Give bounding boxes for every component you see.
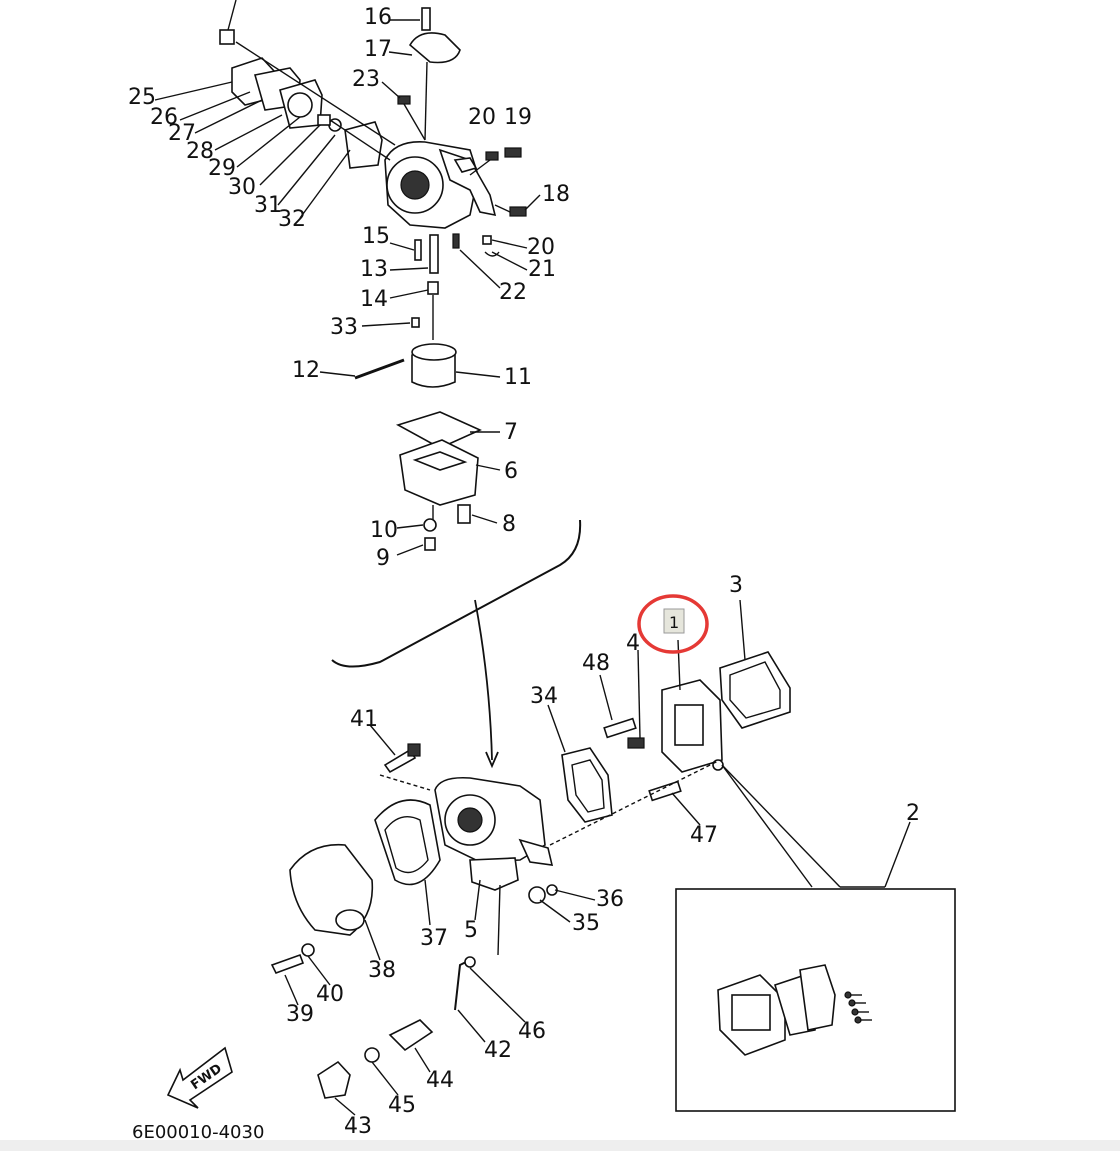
assembly-bracket (331, 519, 582, 668)
highlight-label-box (663, 608, 685, 634)
part-label-29: 29 (208, 156, 236, 181)
reed-valve-detail-box (675, 764, 956, 1112)
part-label-2: 2 (906, 801, 920, 826)
part-label-48: 48 (582, 651, 610, 676)
part-label-34: 34 (530, 684, 558, 709)
part-label-13: 13 (360, 257, 388, 282)
part-label-42: 42 (484, 1038, 512, 1063)
part-label-26: 26 (150, 105, 178, 130)
part-label-21: 21 (528, 257, 556, 282)
part-label-40: 40 (316, 982, 344, 1007)
part-label-33: 33 (330, 315, 358, 340)
part-label-15: 15 (362, 224, 390, 249)
part-label-18: 18 (542, 182, 570, 207)
bottom-edge (0, 1140, 1120, 1151)
highlight-ring (637, 594, 709, 654)
part-label-14: 14 (360, 287, 388, 312)
part-label-44: 44 (426, 1068, 454, 1093)
part-label-1: 1 (669, 613, 679, 632)
part-label-32: 32 (278, 207, 306, 232)
part-label-30: 30 (228, 175, 256, 200)
part-label-46: 46 (518, 1019, 546, 1044)
part-label-3: 3 (729, 573, 743, 598)
part-label-20: 20 (468, 105, 496, 130)
part-label-4: 4 (626, 631, 640, 656)
part-label-16: 16 (364, 5, 392, 30)
part-label-23: 23 (352, 67, 380, 92)
part-label-5: 5 (464, 918, 478, 943)
part-label-10: 10 (370, 518, 398, 543)
fwd-arrow-icon: FWD (166, 1046, 233, 1109)
part-label-8: 8 (502, 512, 516, 537)
part-label-38: 38 (368, 958, 396, 983)
part-label-19: 19 (504, 105, 532, 130)
part-label-45: 45 (388, 1093, 416, 1118)
part-label-47: 47 (690, 823, 718, 848)
part-label-25: 25 (128, 85, 156, 110)
part-label-11: 11 (504, 365, 532, 390)
part-label-36: 36 (596, 887, 624, 912)
part-label-7: 7 (504, 420, 518, 445)
part-label-37: 37 (420, 926, 448, 951)
upper-carburetor-assembly (154, 0, 541, 556)
part-label-22: 22 (499, 280, 527, 305)
part-label-41: 41 (350, 707, 378, 732)
part-label-20: 20 (527, 235, 555, 260)
part-label-9: 9 (376, 546, 390, 571)
part-label-35: 35 (572, 911, 600, 936)
part-label-27: 27 (168, 121, 196, 146)
part-label-39: 39 (286, 1002, 314, 1027)
part-label-6: 6 (504, 459, 518, 484)
diagram-code: 6E00010-4030 (132, 1122, 264, 1143)
part-label-43: 43 (344, 1114, 372, 1139)
part-label-17: 17 (364, 37, 392, 62)
part-label-28: 28 (186, 139, 214, 164)
lower-carburetor-assembly (270, 599, 791, 1116)
part-label-12: 12 (292, 358, 320, 383)
part-label-31: 31 (254, 193, 282, 218)
